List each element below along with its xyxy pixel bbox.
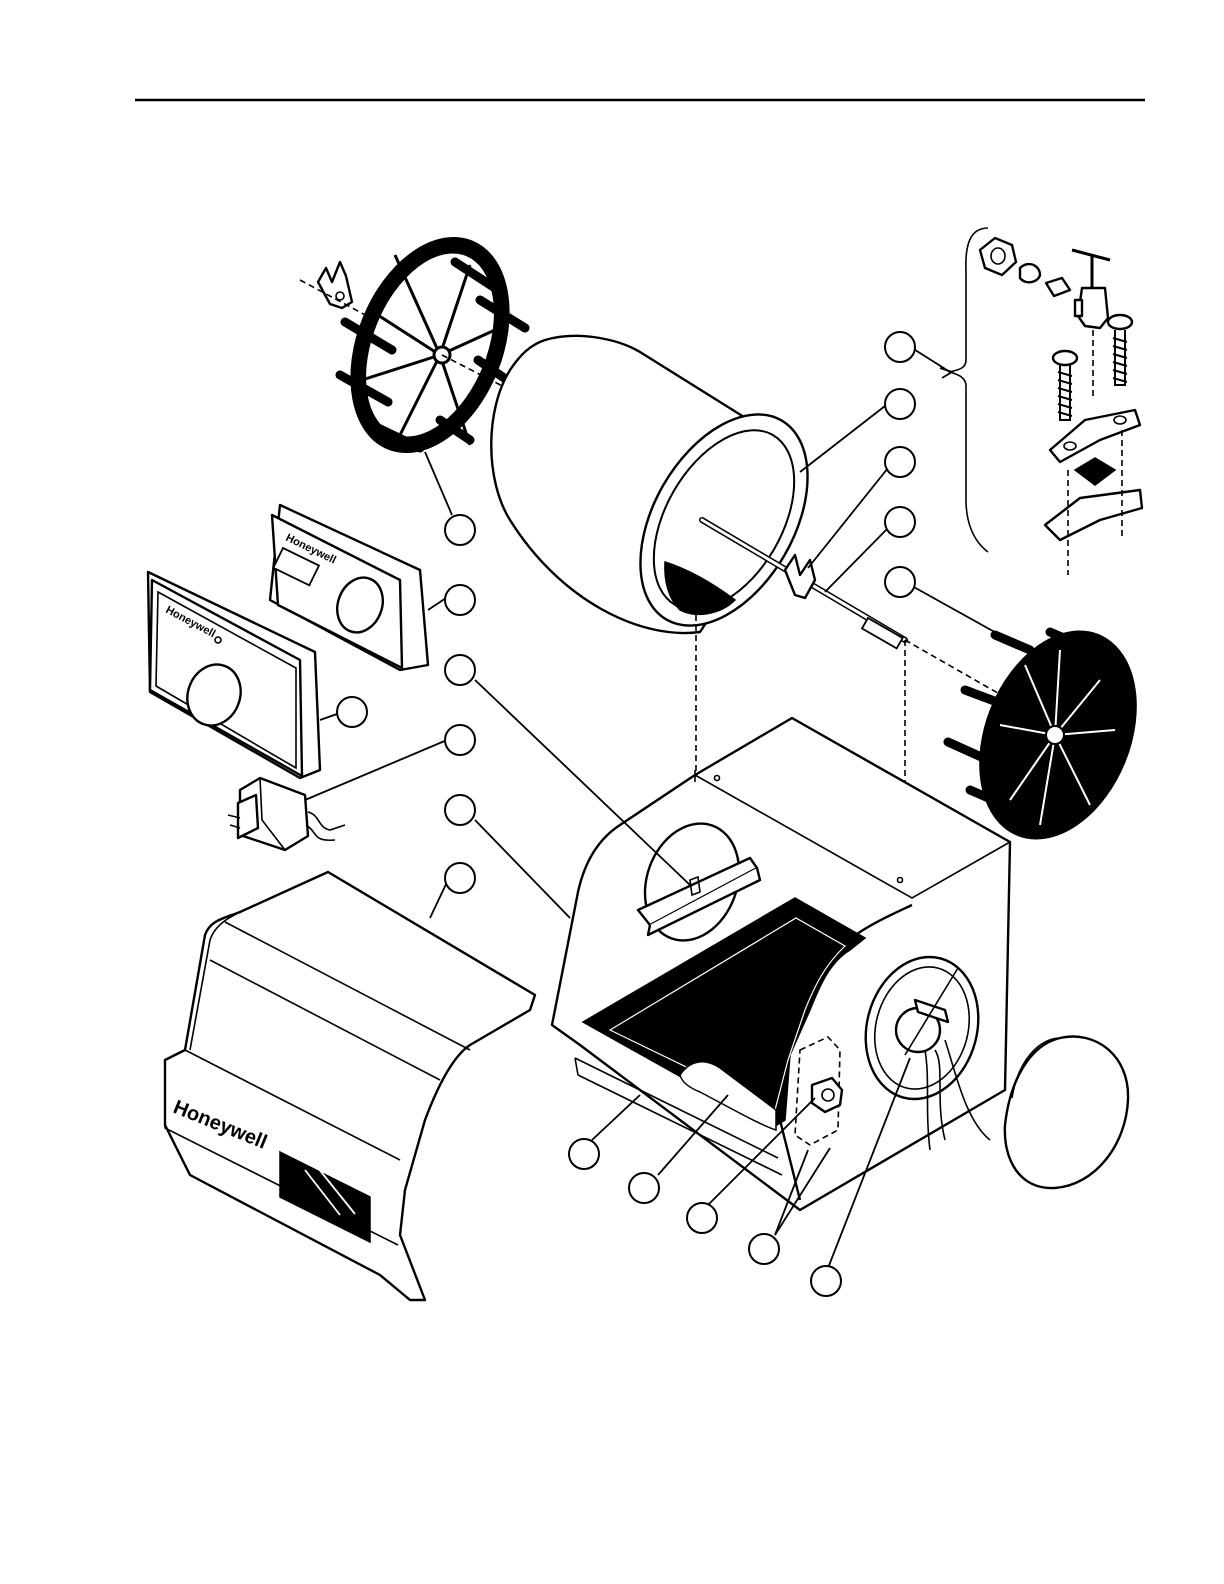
saddle-valve [1072,250,1110,400]
water-fittings [950,228,1142,575]
callout-14 [629,1173,659,1203]
callout-7 [445,585,475,615]
callout-9 [337,697,367,727]
callout-17 [811,1266,841,1296]
callout-13 [569,1139,599,1169]
callout-6 [445,515,475,545]
compression-nut [980,238,1070,296]
front-cover: Honeywell [165,872,535,1300]
saddle-clamp [1045,410,1142,575]
humidifier-body [552,718,1010,1210]
evaporator-drum [491,336,842,780]
transformer [228,778,345,850]
callout-3 [885,447,915,477]
callout-2 [885,389,915,419]
callout-5 [885,567,915,597]
callout-1 [885,332,915,362]
callout-15 [687,1203,717,1233]
callout-8 [445,655,475,685]
callout-12 [445,863,475,893]
end-cap [1005,1037,1128,1189]
callout-4 [885,507,915,537]
callout-11 [445,795,475,825]
callout-10 [445,725,475,755]
callout-16 [749,1234,779,1264]
